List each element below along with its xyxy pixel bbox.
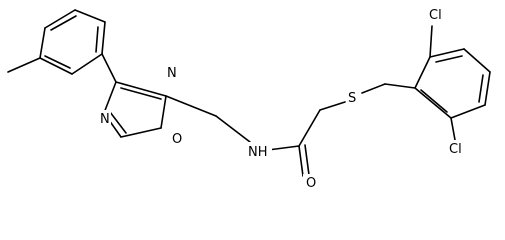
bond-ch2-s (319, 101, 346, 111)
atom-cl-bottom: Cl (449, 142, 462, 157)
dichlorophenyl-ring (414, 48, 491, 119)
atom-nh: NH (248, 145, 268, 160)
bond-carbonyl-double-b (304, 144, 310, 176)
atom-s: S (348, 91, 356, 106)
bond-cl-top (429, 25, 433, 58)
atom-n-ring-upper: N (167, 66, 177, 81)
atom-cl-top: Cl (429, 8, 442, 23)
bond-carbonyl-ch2 (298, 109, 321, 147)
bond-aryl-oxadiazole (101, 53, 117, 83)
molecule-canvas: N N O NH O S Cl Cl (7, 6, 491, 189)
bond-nh-carbonyl (267, 145, 300, 151)
structure-diagram: N N O NH O S Cl Cl (7, 6, 491, 189)
bond-cl-bottom (450, 117, 456, 141)
bond-carbonyl-double-a (298, 145, 304, 177)
bond-s-ch2 (361, 83, 386, 94)
bond-ch2-nh (215, 115, 251, 143)
oxadiazole-ring (103, 81, 167, 138)
bond-ch2-ring (384, 83, 416, 89)
atom-o-ring: O (172, 132, 182, 147)
atom-o-carbonyl: O (306, 176, 316, 189)
bond-ring-ch2 (165, 95, 217, 117)
tolyl-ring (39, 9, 106, 75)
bond-methyl (7, 57, 41, 73)
atom-n-ring-lower: N (100, 112, 110, 127)
